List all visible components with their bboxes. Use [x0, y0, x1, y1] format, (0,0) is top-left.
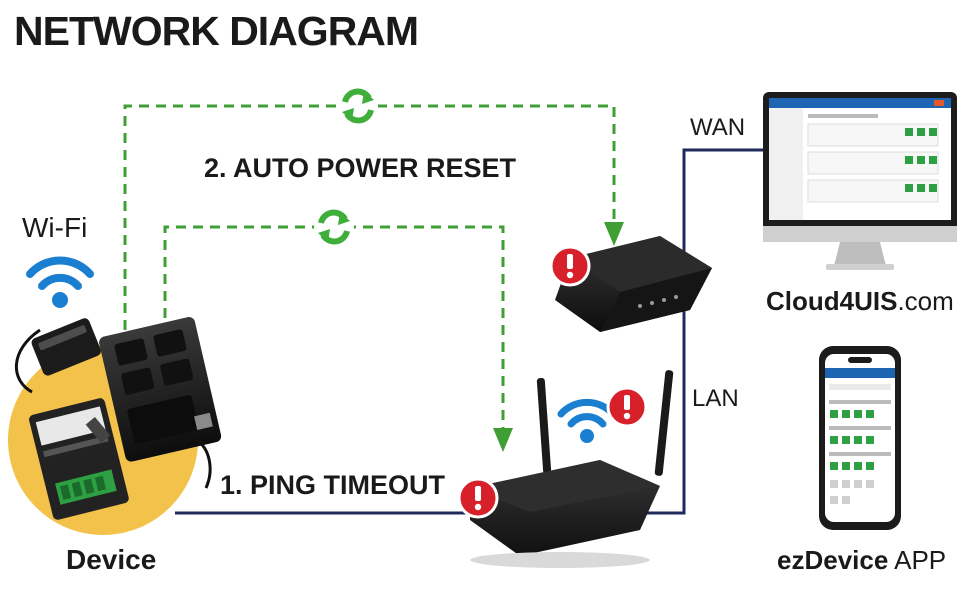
lan-label: LAN — [692, 385, 739, 412]
router-wifi-icon — [557, 398, 617, 443]
ping-dashed-line — [163, 225, 505, 432]
cloud-brand: Cloud4UIS — [766, 286, 898, 316]
app-label: ezDevice APP — [777, 545, 946, 576]
smart-plug-device-icon — [8, 317, 222, 535]
app-suffix: APP — [888, 545, 947, 575]
wifi-icon — [26, 256, 94, 308]
cloud-label: Cloud4UIS.com — [766, 286, 954, 317]
wifi-router-icon — [470, 370, 674, 568]
auto-power-reset-label: 2. AUTO POWER RESET — [204, 153, 517, 183]
lan-line — [640, 148, 770, 515]
cloud-suffix: .com — [897, 286, 954, 316]
ping-timeout-label: 1. PING TIMEOUT — [220, 470, 446, 500]
router-alert-icon — [606, 386, 648, 428]
reset-dashed-line — [123, 104, 616, 330]
wifi-label: Wi-Fi — [22, 212, 88, 243]
device-label: Device — [66, 544, 157, 575]
page-title: NETWORK DIAGRAM — [14, 8, 419, 54]
wan-label: WAN — [690, 114, 746, 141]
app-brand: ezDevice — [777, 545, 889, 575]
modem-alert-icon — [549, 245, 591, 287]
reset-cycle-icon — [338, 86, 378, 126]
reset-arrow — [604, 222, 624, 246]
desktop-monitor-icon — [763, 92, 957, 270]
smartphone-icon — [819, 346, 901, 530]
modem-icon — [555, 236, 712, 332]
ping-alert-icon — [457, 477, 499, 519]
reset-cycle-icon-2 — [314, 207, 354, 247]
ping-arrow — [493, 428, 513, 452]
